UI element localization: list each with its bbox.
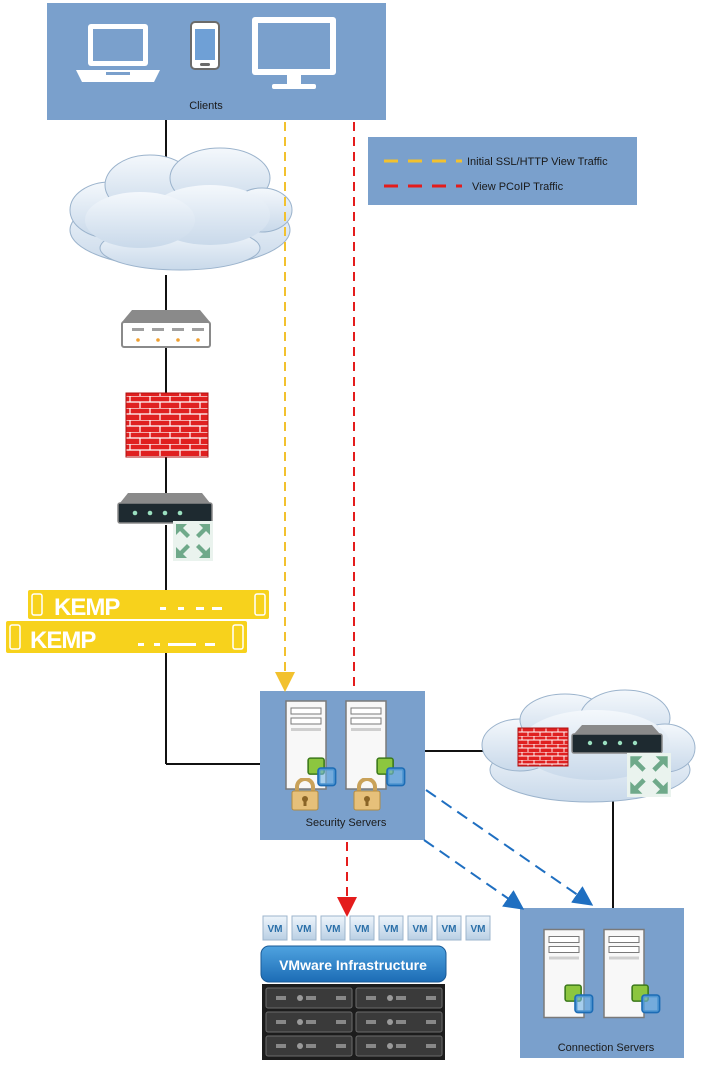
connection-servers-group: Connection Servers xyxy=(520,908,684,1058)
vm-tile: VM xyxy=(349,915,375,941)
vmware-infrastructure: VM VM VM VM VM VM VM VM VMware Infrastructure xyxy=(260,915,491,1060)
laptop-icon xyxy=(76,24,160,82)
vm-row: VM VM VM VM VM VM VM VM xyxy=(262,915,491,941)
server-rack-icon xyxy=(262,984,445,1060)
dmz-switch-icon xyxy=(571,725,663,754)
vm-tile-label: VM xyxy=(413,924,428,935)
kemp-brand-bottom: KEMP xyxy=(30,627,96,654)
security-to-connection-line-2 xyxy=(423,839,525,910)
vm-tile: VM xyxy=(320,915,346,941)
connection-server-2-icon xyxy=(603,928,645,1019)
vm-tile: VM xyxy=(262,915,288,941)
legend-pcoip-label: View PCoIP Traffic xyxy=(472,181,564,193)
security-to-connection-line-1 xyxy=(425,789,594,906)
monitor-icon xyxy=(252,17,336,89)
vmware-title: VMware Infrastructure xyxy=(279,957,427,973)
internet-cloud-icon xyxy=(69,147,293,271)
network-links xyxy=(165,120,614,908)
switch-icon xyxy=(117,493,213,524)
vm-tile-label: VM xyxy=(442,924,457,935)
security-servers-group: Security Servers xyxy=(260,691,425,840)
kemp-loadbalancer-top: KEMP xyxy=(28,590,269,621)
connection-servers-label: Connection Servers xyxy=(558,1042,655,1054)
dmz-expand-icon xyxy=(627,753,671,797)
vmware-banner xyxy=(260,945,447,983)
vm-tile-label: VM xyxy=(268,924,283,935)
legend: Initial SSL/HTTP View Traffic View PCoIP… xyxy=(368,137,637,205)
vm-tile: VM xyxy=(378,915,404,941)
vm-tile: VM xyxy=(436,915,462,941)
vm-tile: VM xyxy=(407,915,433,941)
security-server-2-icon xyxy=(345,700,387,790)
dmz-firewall-icon xyxy=(517,727,569,767)
router-icon xyxy=(121,310,211,348)
vm-tile-label: VM xyxy=(326,924,341,935)
load-balance-expand-icon xyxy=(173,521,213,561)
vm-tile: VM xyxy=(291,915,317,941)
kemp-brand-top: KEMP xyxy=(54,594,120,621)
vm-tile-label: VM xyxy=(471,924,486,935)
firewall-icon xyxy=(125,392,209,458)
phone-icon xyxy=(190,21,220,70)
clients-group: Clients xyxy=(47,3,386,120)
vm-tile-label: VM xyxy=(297,924,312,935)
legend-ssl-label: Initial SSL/HTTP View Traffic xyxy=(467,156,608,168)
kemp-loadbalancer-bottom: KEMP xyxy=(6,621,247,654)
clients-label: Clients xyxy=(189,100,223,112)
vm-tile-label: VM xyxy=(355,924,370,935)
security-servers-label: Security Servers xyxy=(306,817,387,829)
vm-tile: VM xyxy=(465,915,491,941)
vm-tile-label: VM xyxy=(384,924,399,935)
